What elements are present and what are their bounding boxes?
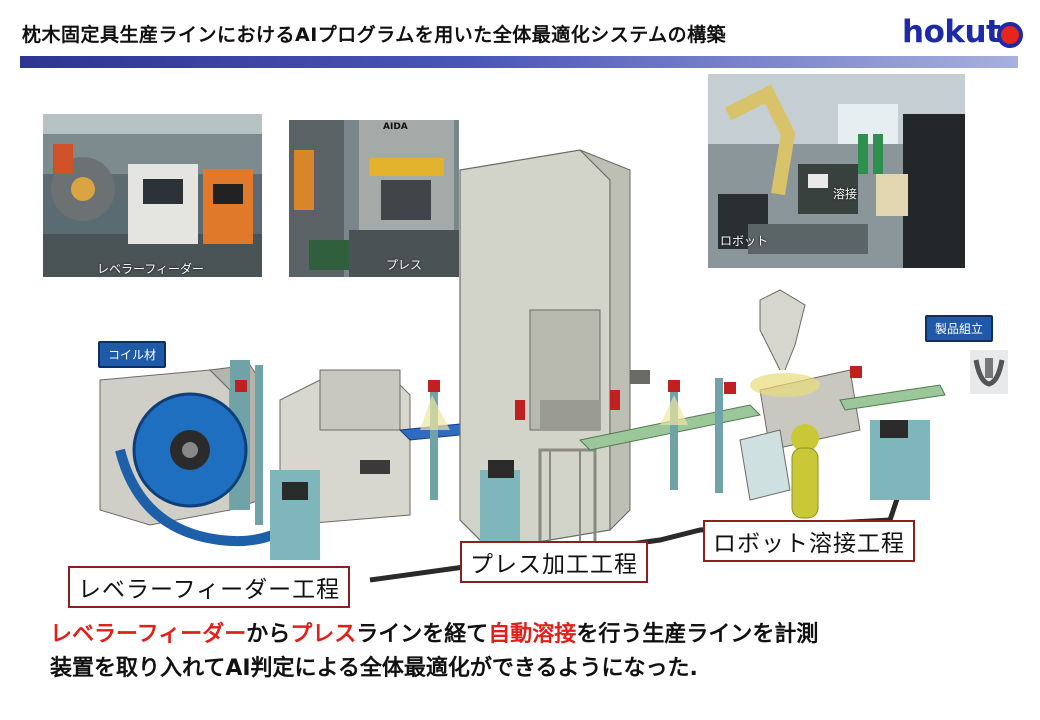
summary-line-1: レベラーフィーダーからプレスラインを経て自動溶接を行う生産ラインを計測: [50, 618, 1010, 652]
summary-leveler: レベラーフィーダー: [50, 622, 247, 647]
summary-text: レベラーフィーダーからプレスラインを経て自動溶接を行う生産ラインを計測 装置を取…: [50, 618, 1010, 686]
product-clamp-icon: [973, 358, 1005, 387]
robot-welding-photo: 溶接 ロボット: [708, 74, 965, 268]
press-stage-label: プレス加工工程: [460, 541, 648, 583]
summary-via-line: ラインを経て: [356, 622, 489, 647]
robot-stage-label: ロボット溶接工程: [703, 520, 915, 562]
summary-line-2: 装置を取り入れてAI判定による全体最適化ができるようになった.: [50, 656, 698, 681]
page-title: 枕木固定具生産ラインにおけるAIプログラムを用いた全体最適化システムの構築: [22, 24, 727, 46]
press-machine: [459, 149, 650, 562]
logo-text: hokut: [902, 14, 1001, 50]
logo-circle-icon: [997, 22, 1023, 48]
title-underline-bar: [20, 56, 1018, 68]
coil-material-label: コイル材: [98, 341, 167, 368]
robot-welding-photo-art: [708, 74, 965, 268]
welding-caption: 溶接: [833, 187, 858, 201]
robot-welding-cell: [739, 289, 862, 519]
summary-from: から: [246, 622, 291, 647]
hokuto-logo: hokut: [902, 14, 1030, 54]
leveler-feeder-caption: レベラーフィーダー: [97, 262, 205, 276]
press-sign: AIDA: [383, 122, 408, 132]
leveler-feeder-machine: [99, 360, 411, 560]
press-caption: プレス: [386, 258, 423, 272]
output-conveyor: [839, 384, 946, 500]
summary-auto-welding: 自動溶接: [488, 622, 577, 647]
transfer-conveyor: [578, 378, 762, 493]
summary-measure: を行う生産ラインを計測: [576, 622, 819, 647]
leveler-feeder-photo-art: [43, 114, 262, 277]
press-photo: AIDA プレス: [289, 120, 459, 277]
leveler-stage-label: レベラーフィーダー工程: [68, 566, 351, 608]
press-photo-art: [289, 120, 459, 277]
robot-caption: ロボット: [720, 234, 769, 248]
product-image: [970, 350, 1008, 394]
product-assembly-label: 製品組立: [925, 315, 994, 342]
summary-press: プレス: [290, 622, 357, 647]
leveler-feeder-photo: レベラーフィーダー: [43, 114, 262, 277]
